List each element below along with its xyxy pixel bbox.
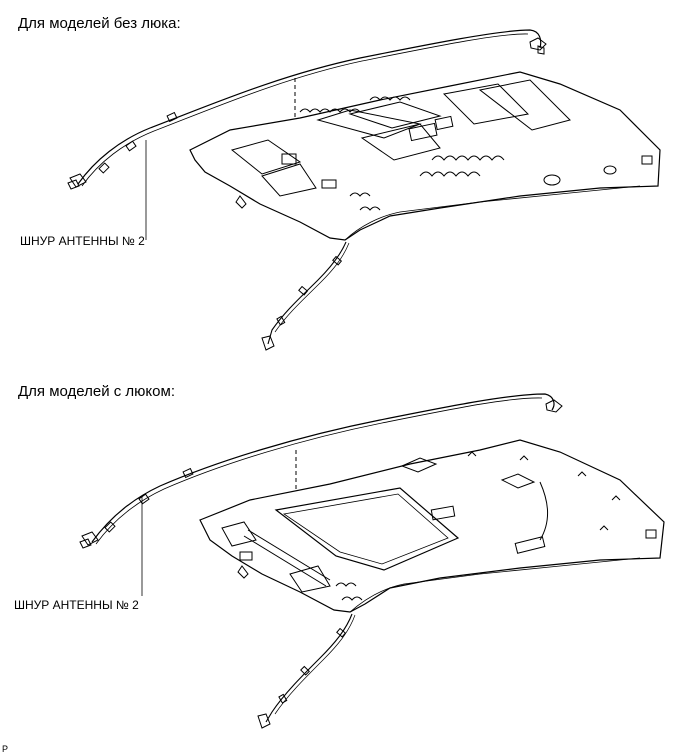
antenna-cord	[92, 394, 554, 542]
sunroof-opening	[276, 488, 458, 570]
callout-antenna-cord-no-sunroof: ШНУР АНТЕННЫ № 2	[20, 234, 145, 248]
headliner-panel	[190, 72, 660, 240]
antenna-cord	[78, 30, 541, 184]
callout-antenna-cord-sunroof: ШНУР АНТЕННЫ № 2	[14, 598, 139, 612]
headliner-illustration-sunroof	[0, 360, 690, 756]
section-heading-no-sunroof: Для моделей без люка:	[18, 15, 181, 32]
figure-code: P	[2, 744, 9, 754]
headliner-illustration-no-sunroof	[0, 0, 690, 360]
headliner-panel	[200, 440, 664, 612]
section-heading-sunroof: Для моделей с люком:	[18, 383, 175, 400]
